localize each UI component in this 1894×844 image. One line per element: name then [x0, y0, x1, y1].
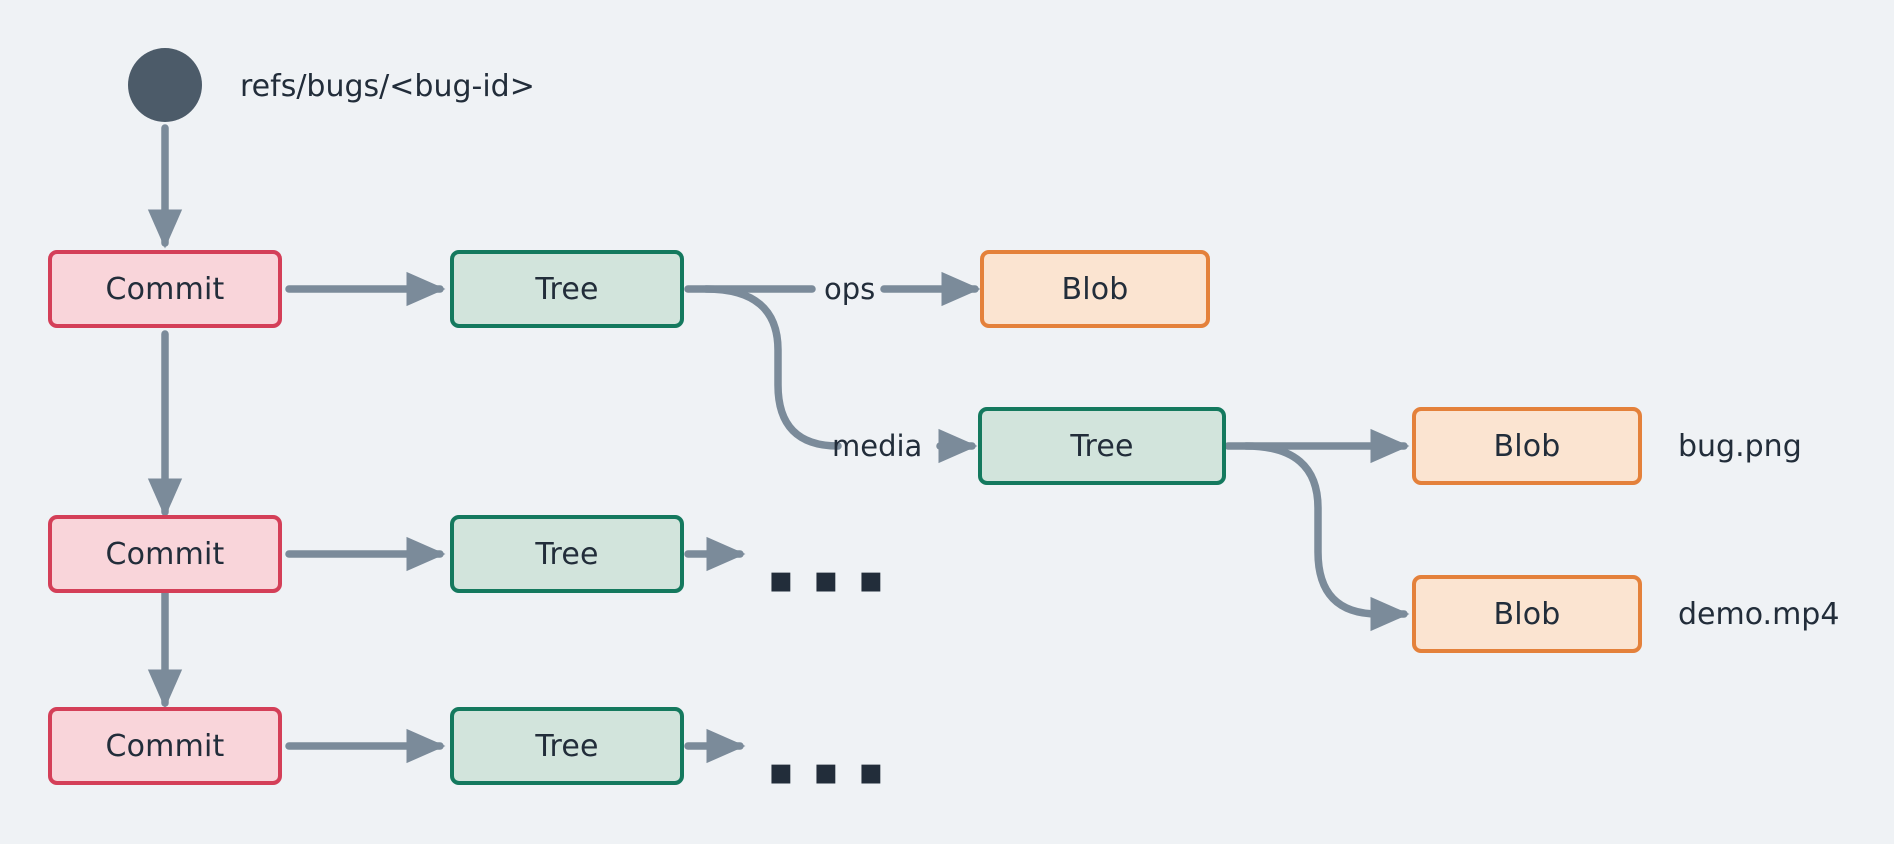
ref-pointer-dot: [128, 48, 202, 122]
node-commit-3[interactable]: Commit: [48, 707, 282, 785]
ref-label: refs/bugs/<bug-id>: [240, 69, 535, 104]
ellipsis-tree-2: ▪ ▪ ▪: [768, 557, 887, 601]
node-blob-bug-png[interactable]: Blob: [1412, 407, 1642, 485]
node-blob-demo-mp4[interactable]: Blob: [1412, 575, 1642, 653]
file-label-demo-mp4: demo.mp4: [1678, 597, 1840, 632]
node-commit-2[interactable]: Commit: [48, 515, 282, 593]
edge-label-ops: ops: [824, 272, 876, 306]
file-label-bug-png: bug.png: [1678, 429, 1802, 464]
edge-tree1-fork-media: [702, 285, 842, 450]
node-blob-ops[interactable]: Blob: [980, 250, 1210, 328]
edge-treemedia-to-blob-demo: [1242, 442, 1410, 632]
node-tree-media[interactable]: Tree: [978, 407, 1226, 485]
node-tree-root-1[interactable]: Tree: [450, 250, 684, 328]
node-tree-root-2[interactable]: Tree: [450, 515, 684, 593]
node-commit-1[interactable]: Commit: [48, 250, 282, 328]
ellipsis-tree-3: ▪ ▪ ▪: [768, 749, 887, 793]
edge-label-media: media: [832, 429, 923, 463]
node-tree-root-3[interactable]: Tree: [450, 707, 684, 785]
